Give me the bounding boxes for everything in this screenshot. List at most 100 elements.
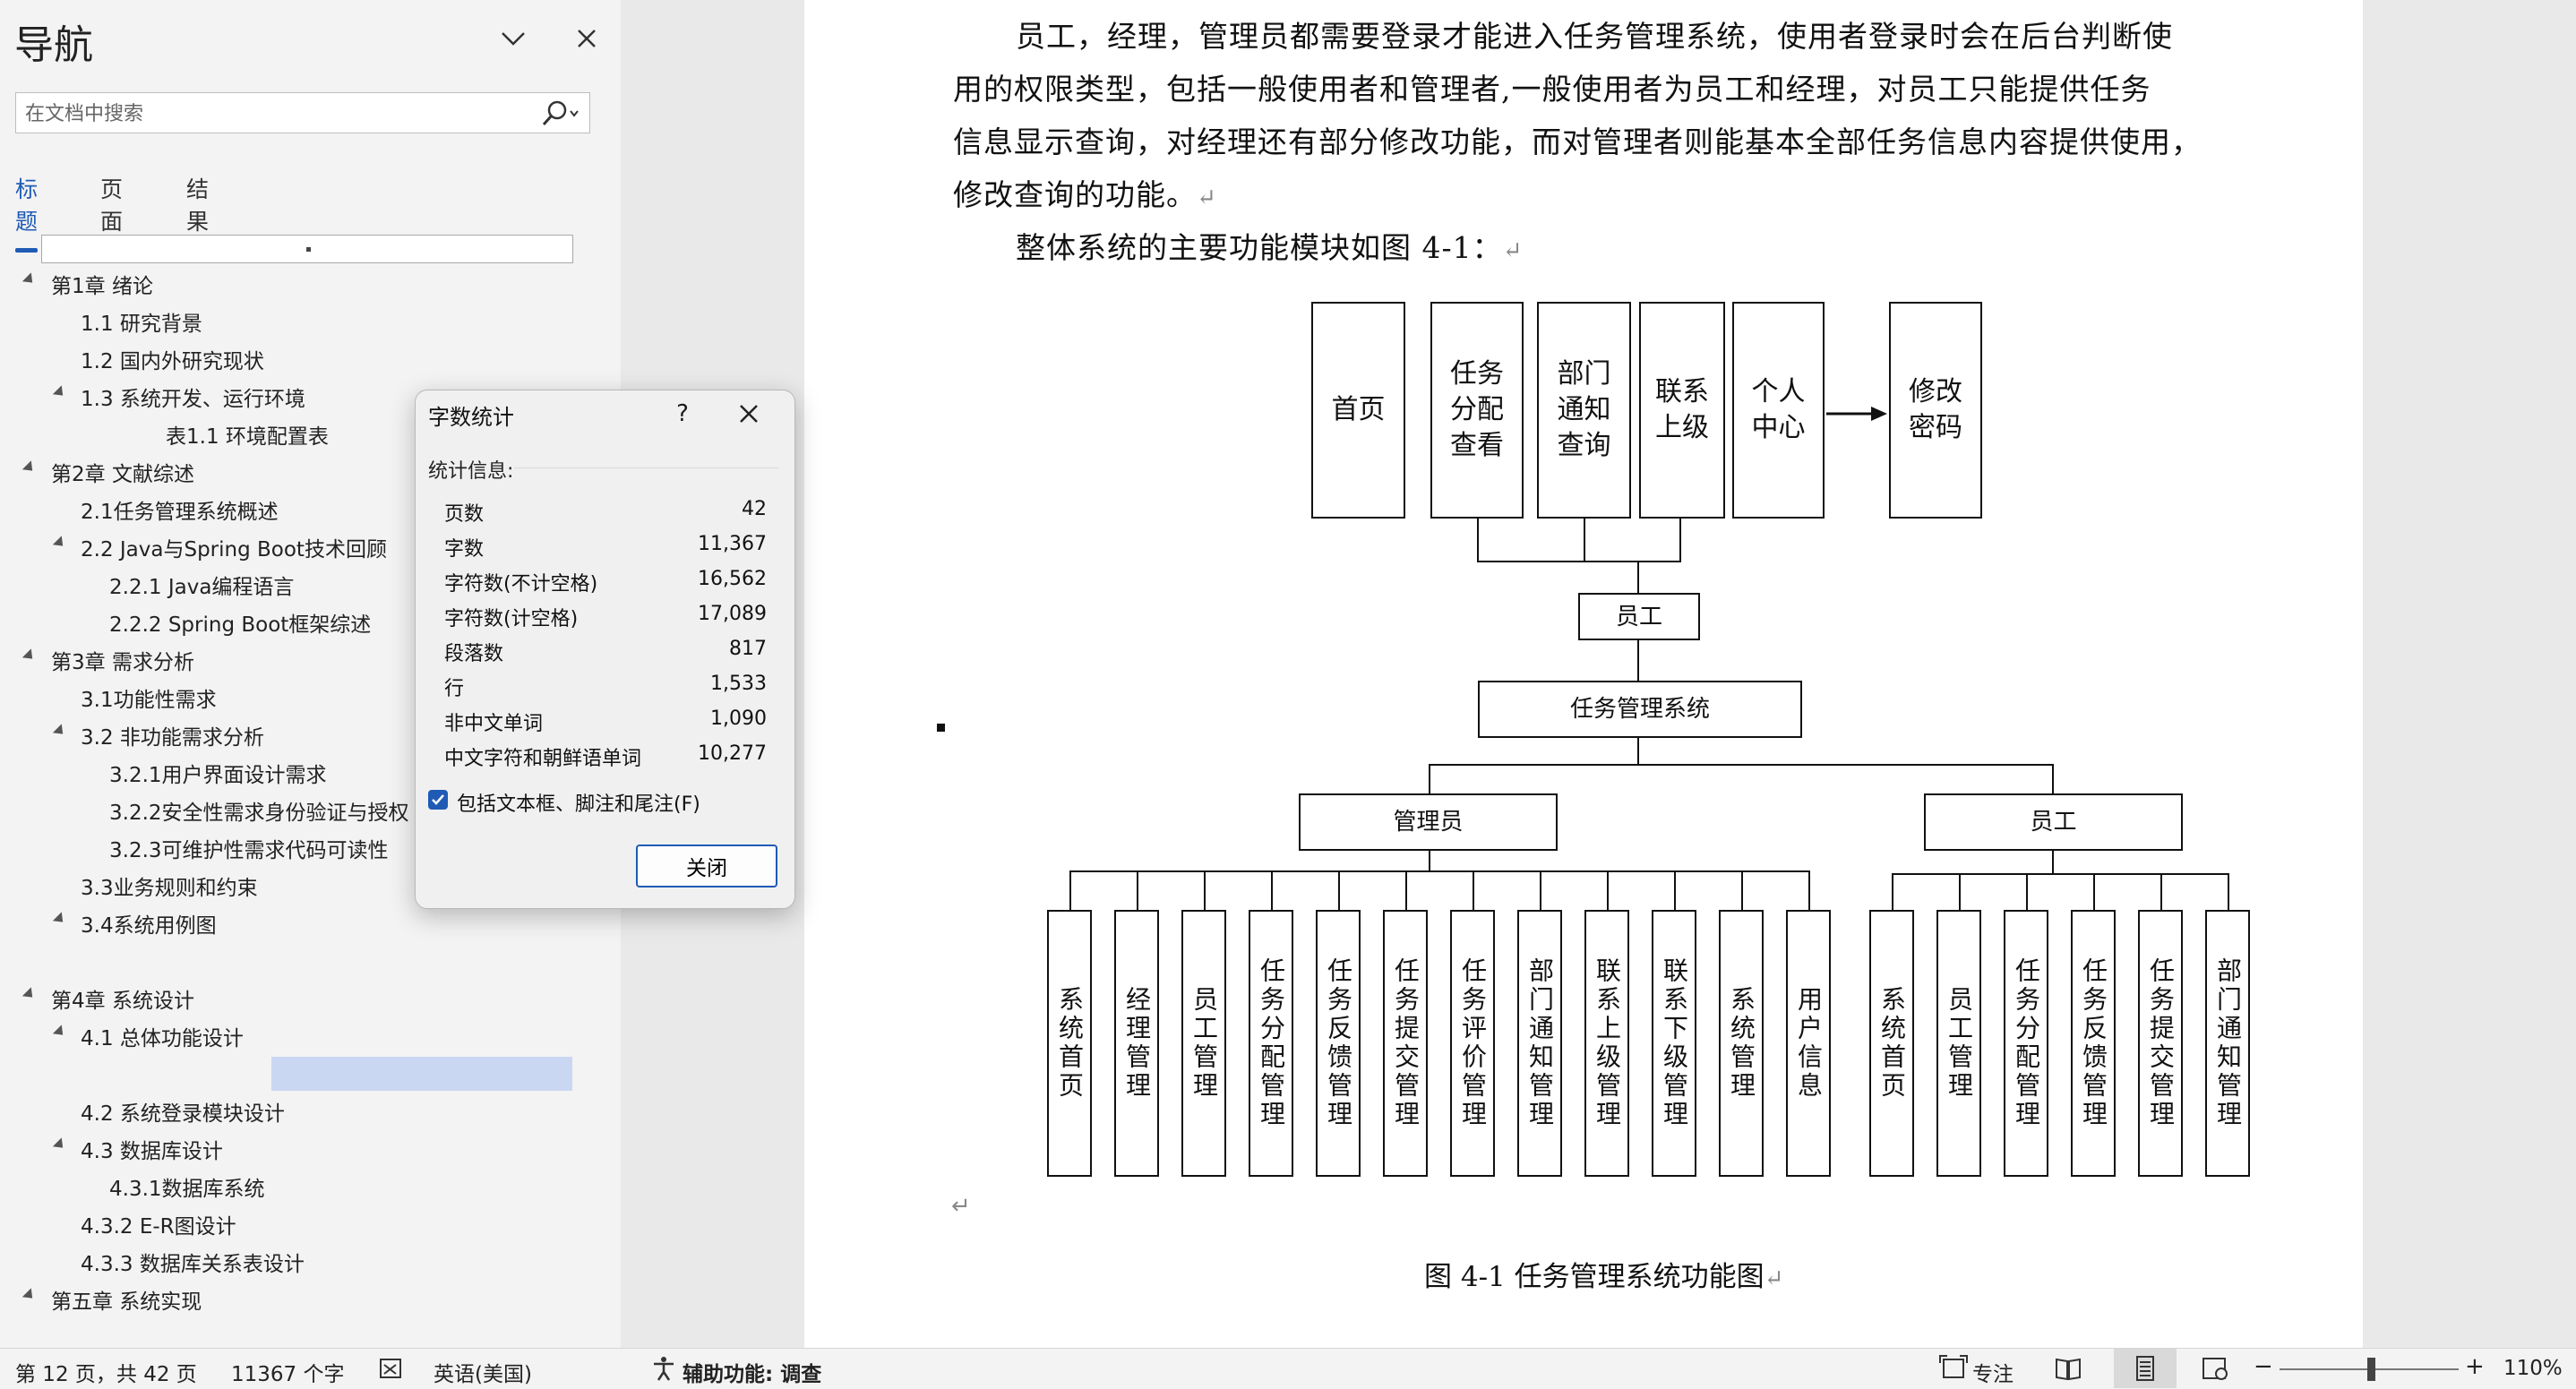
accessibility-icon[interactable]	[648, 1354, 679, 1383]
stat-value: 42	[742, 498, 767, 520]
nav-heading-item[interactable]: 4.3.3 数据库关系表设计	[81, 1253, 305, 1276]
stat-label: 字符数(不计空格)	[444, 573, 598, 596]
diagram-box: 联系上级	[1639, 302, 1725, 519]
nav-heading-item[interactable]: 第1章 绪论	[51, 275, 153, 298]
nav-heading-item[interactable]: 1.3 系统开发、运行环境	[81, 388, 305, 411]
nav-heading-item[interactable]: 2.1任务管理系统概述	[81, 501, 279, 524]
nav-options-button[interactable]	[491, 16, 536, 61]
expand-arrow-icon[interactable]	[21, 648, 38, 664]
accessibility-status[interactable]: 辅助功能: 调查	[683, 1363, 822, 1386]
search-button[interactable]	[537, 99, 582, 129]
nav-heading-item[interactable]: 2.2 Java与Spring Boot技术回顾	[81, 538, 387, 562]
nav-heading-item[interactable]: 4.2 系统登录模块设计	[81, 1102, 285, 1126]
nav-heading-item[interactable]: 第3章 需求分析	[51, 651, 194, 674]
expand-arrow-icon[interactable]	[21, 1288, 38, 1303]
stat-value: 817	[729, 638, 767, 660]
diagram-box: 任务反馈管理	[1316, 910, 1361, 1177]
checkbox-label[interactable]: 包括文本框、脚注和尾注(F)	[457, 793, 700, 816]
diagram-box: 系统首页	[1047, 910, 1092, 1177]
tab-pages[interactable]: 页面	[100, 176, 124, 235]
page-count[interactable]: 第 12 页，共 42 页	[15, 1363, 197, 1386]
print-layout-icon[interactable]	[2130, 1354, 2160, 1383]
include-textboxes-checkbox[interactable]	[428, 790, 448, 810]
diagram-box: 联系上级管理	[1584, 910, 1629, 1177]
tab-headings[interactable]: 标题	[15, 172, 39, 253]
expand-arrow-icon[interactable]	[52, 1137, 68, 1153]
expand-arrow-icon[interactable]	[52, 536, 68, 551]
nav-heading-item[interactable]: 1.1 研究背景	[81, 313, 202, 336]
diagram-box: 首页	[1311, 302, 1405, 519]
expand-arrow-icon[interactable]	[21, 272, 38, 287]
focus-label[interactable]: 专注	[1972, 1363, 2014, 1386]
diagram-box: 任务提交管理	[1383, 910, 1428, 1177]
help-button[interactable]: ?	[676, 400, 689, 427]
diagram-box: 任务分配管理	[2004, 910, 2048, 1177]
nav-heading-item[interactable]: 1.2 国内外研究现状	[81, 350, 264, 373]
nav-heading-item[interactable]: 3.4系统用例图	[81, 914, 217, 938]
stat-label: 行	[444, 678, 465, 700]
nav-heading-item[interactable]: 3.1功能性需求	[81, 689, 217, 712]
nav-close-button[interactable]	[564, 16, 609, 61]
nav-drag-handle[interactable]	[41, 235, 573, 263]
nav-heading-item[interactable]: 4.3 数据库设计	[81, 1140, 223, 1163]
tab-results[interactable]: 结果	[186, 176, 210, 235]
web-layout-icon[interactable]	[2200, 1354, 2230, 1383]
zoom-level[interactable]: 110%	[2503, 1357, 2563, 1380]
diagram-box: 员工	[1924, 793, 2183, 851]
expand-arrow-icon[interactable]	[52, 385, 68, 400]
close-button[interactable]: 关闭	[636, 845, 777, 887]
stat-value: 16,562	[698, 568, 767, 590]
nav-heading-item[interactable]: 3.2.2安全性需求身份验证与授权	[109, 802, 409, 825]
zoom-out-button[interactable]: −	[2254, 1353, 2273, 1380]
divider	[514, 467, 779, 468]
expand-arrow-icon[interactable]	[21, 460, 38, 476]
zoom-in-button[interactable]: +	[2465, 1353, 2485, 1380]
stat-row: 字符数(不计空格) 16,562	[444, 562, 767, 596]
nav-heading-item[interactable]: 第2章 文献综述	[51, 463, 194, 486]
nav-heading-item[interactable]: 4.3.1数据库系统	[109, 1178, 265, 1201]
proofing-icon[interactable]	[376, 1354, 407, 1383]
document-page[interactable]: 员工，经理，管理员都需要登录才能进入任务管理系统，使用者登录时会在后台判断使 用…	[804, 0, 2363, 1348]
expand-arrow-icon[interactable]	[52, 724, 68, 739]
expand-arrow-icon[interactable]	[21, 987, 38, 1002]
stat-value: 1,090	[710, 707, 767, 730]
body-text-line: 员工，经理，管理员都需要登录才能进入任务管理系统，使用者登录时会在后台判断使	[1016, 19, 2173, 54]
zoom-slider-thumb[interactable]	[2367, 1358, 2375, 1381]
nav-heading-item[interactable]: 2.2.2 Spring Boot框架综述	[109, 613, 372, 637]
body-text-line: 整体系统的主要功能模块如图 4-1：↵	[1016, 230, 1524, 265]
focus-icon[interactable]	[1938, 1354, 1969, 1383]
search-input[interactable]	[23, 99, 528, 129]
word-count[interactable]: 11367 个字	[231, 1363, 345, 1386]
nav-heading-item[interactable]: 4.3.2 E-R图设计	[81, 1215, 236, 1239]
nav-title: 导航	[14, 22, 93, 68]
expand-arrow-icon[interactable]	[52, 1025, 68, 1040]
body-text-line: 修改查询的功能。↵	[953, 177, 1217, 212]
nav-heading-item[interactable]: 第4章 系统设计	[51, 990, 194, 1013]
diagram-box: 部门通知管理	[2205, 910, 2250, 1177]
nav-heading-item[interactable]: 3.2 非功能需求分析	[81, 726, 264, 750]
chevron-down-icon	[502, 32, 525, 46]
figure-caption: 图 4-1 任务管理系统功能图↵	[1424, 1261, 1784, 1293]
nav-search-box[interactable]	[15, 92, 590, 133]
language[interactable]: 英语(美国)	[434, 1363, 532, 1386]
dialog-close-icon-button[interactable]	[729, 394, 769, 433]
nav-heading-item[interactable]: 2.2.1 Java编程语言	[109, 576, 295, 599]
nav-heading-item[interactable]: 3.3业务规则和约束	[81, 877, 258, 900]
diagram-box: 经理管理	[1114, 910, 1159, 1177]
arrow-icon	[1826, 407, 1887, 421]
nav-heading-item[interactable]: 表1.1 环境配置表	[166, 425, 329, 449]
nav-heading-item[interactable]: 第五章 系统实现	[51, 1290, 202, 1314]
nav-heading-item[interactable]: 4.1 总体功能设计	[81, 1027, 244, 1050]
read-mode-icon[interactable]	[2053, 1354, 2083, 1383]
close-icon	[578, 30, 596, 47]
stat-label: 页数	[444, 503, 485, 526]
stat-row: 页数 42	[444, 493, 767, 527]
nav-heading-item[interactable]: 3.2.3可维护性需求代码可读性	[109, 839, 389, 862]
diagram-box: 任务评价管理	[1450, 910, 1495, 1177]
stat-value: 17,089	[698, 603, 767, 625]
nav-heading-item[interactable]: 3.2.1用户界面设计需求	[109, 764, 327, 787]
expand-arrow-icon[interactable]	[52, 912, 68, 927]
stat-label: 非中文单词	[444, 713, 544, 735]
